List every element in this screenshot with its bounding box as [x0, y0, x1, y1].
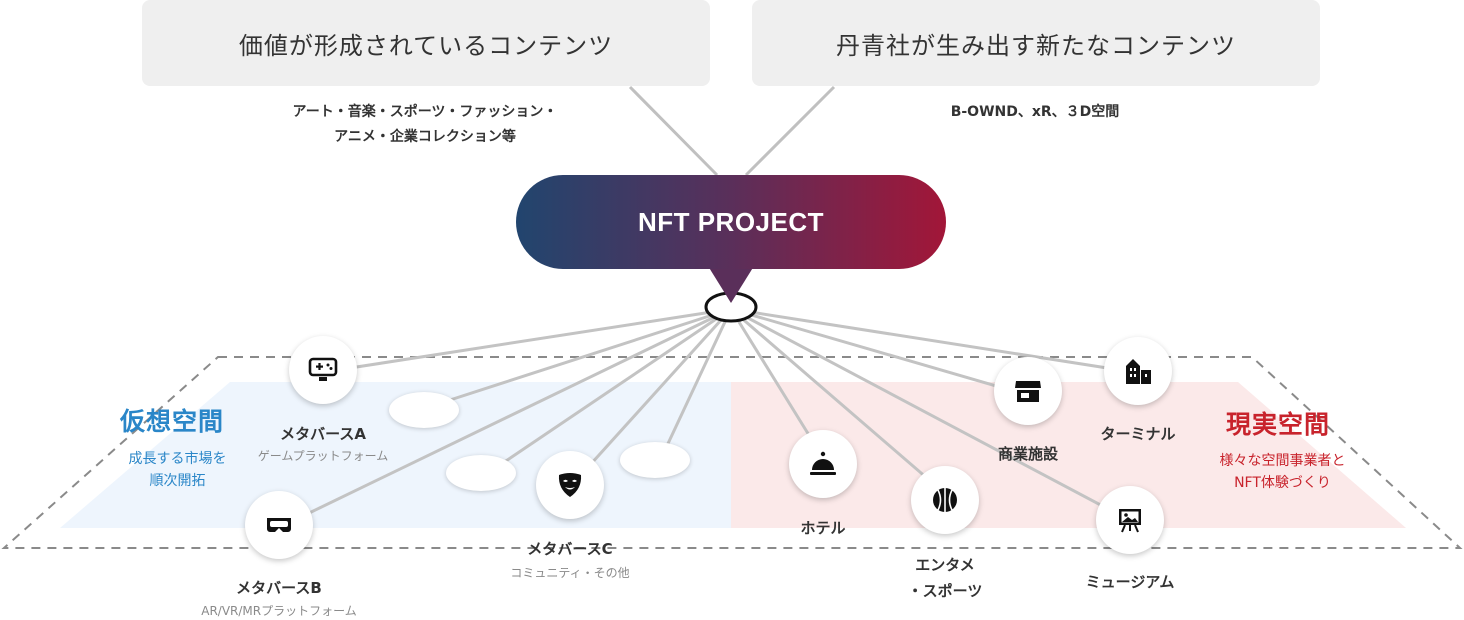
pill-pointer: [708, 266, 754, 303]
existing-content-title: 価値が形成されているコンテンツ: [238, 31, 614, 60]
connector-commercial: [730, 307, 1011, 392]
mask-icon: [558, 473, 582, 497]
connector-metaverse-b: [304, 307, 732, 517]
blank-bubble: [446, 455, 516, 491]
metaverse-c-sub: コミュニティ・その他: [510, 566, 630, 580]
service-bell-icon: [810, 451, 836, 475]
storefront-icon: [1015, 381, 1041, 402]
real-space-title: 現実空間: [1226, 410, 1331, 439]
museum-node: [1096, 486, 1164, 554]
existing-content-line-1: アート・音楽・スポーツ・ファッション・: [292, 104, 558, 120]
museum-label: ミュージアム: [1085, 573, 1175, 591]
connector-entertainment: [730, 307, 936, 487]
commercial-facility-label: 商業施設: [997, 445, 1058, 463]
connector-terminal: [730, 307, 1121, 372]
commercial-facility-node: [994, 357, 1062, 425]
space-outline: [1, 356, 1463, 549]
hub-connectors: [304, 307, 1121, 517]
nft-project-pill: NFT PROJECT: [516, 175, 946, 269]
easel-picture-icon: [1119, 509, 1141, 533]
connector-blank-1: [449, 307, 732, 402]
connector-hotel: [729, 308, 814, 441]
connector-right-box: [744, 85, 836, 177]
metaverse-a-node: [289, 336, 357, 404]
basketball-icon: [933, 488, 957, 512]
connector-blank-2: [499, 307, 732, 467]
new-content-title: 丹青社が生み出す新たなコンテンツ: [836, 31, 1236, 60]
entertainment-sports-label: エンタメ ・スポーツ: [885, 552, 1005, 604]
metaverse-b-sub: AR/VR/MRプラットフォーム: [201, 604, 357, 618]
connector-blank-3: [663, 308, 733, 451]
new-content-line: B-OWND、xR、３D空間: [950, 104, 1120, 120]
virtual-desc-line-1: 成長する市場を: [128, 451, 227, 467]
metaverse-c-node: [536, 451, 604, 519]
real-desc-line-2: NFT体験づくり: [1234, 475, 1331, 491]
real-desc-line-1: 様々な空間事業者と: [1219, 453, 1346, 469]
blank-bubble: [389, 392, 459, 428]
terminal-node: [1104, 337, 1172, 405]
virtual-desc-line-2: 順次開拓: [149, 473, 206, 489]
real-zone: [731, 382, 1406, 528]
metaverse-b-label: メタバースB: [236, 579, 322, 597]
vr-headset-icon: [267, 518, 291, 532]
existing-content-line-2: アニメ・企業コレクション等: [334, 129, 516, 145]
new-content-box: 丹青社が生み出す新たなコンテンツ: [752, 0, 1320, 86]
entertainment-label-line-1: エンタメ: [915, 556, 975, 574]
real-space-desc: 様々な空間事業者と NFT体験づくり: [1200, 450, 1365, 494]
entertainment-sports-node: [911, 466, 979, 534]
metaverse-c-label: メタバースC: [527, 540, 613, 558]
metaverse-b-node: [245, 491, 313, 559]
virtual-space-desc: 成長する市場を 順次開拓: [110, 448, 245, 492]
connector-metaverse-c: [588, 307, 733, 467]
connector-metaverse-a: [349, 307, 732, 370]
virtual-space-title: 仮想空間: [120, 407, 225, 436]
terminal-label: ターミナル: [1100, 425, 1176, 443]
nft-project-label: NFT PROJECT: [637, 206, 825, 237]
connector-left-box: [628, 85, 719, 177]
metaverse-a-label: メタバースA: [280, 425, 366, 443]
new-content-examples: B-OWND、xR、３D空間: [890, 100, 1180, 125]
existing-content-box: 価値が形成されているコンテンツ: [142, 0, 710, 86]
hotel-label: ホテル: [800, 519, 846, 537]
connector-museum: [730, 307, 1111, 512]
hotel-node: [789, 430, 857, 498]
blank-bubble: [620, 442, 690, 478]
game-controller-icon: [308, 357, 338, 381]
metaverse-a-sub: ゲームプラットフォーム: [257, 449, 389, 463]
entertainment-label-line-2: ・スポーツ: [907, 582, 983, 600]
existing-content-examples: アート・音楽・スポーツ・ファッション・ アニメ・企業コレクション等: [270, 100, 580, 150]
buildings-icon: [1126, 359, 1151, 384]
